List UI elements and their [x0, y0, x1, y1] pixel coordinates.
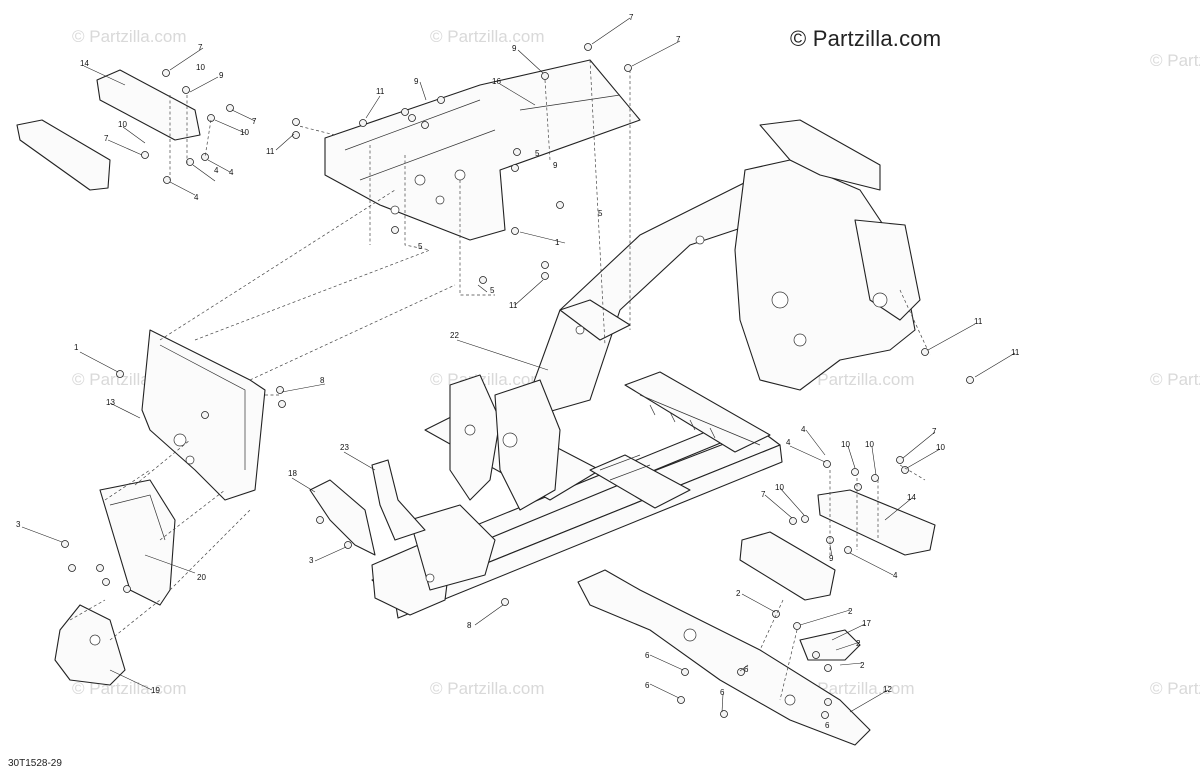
- callout-6: 6: [744, 665, 749, 674]
- callout-2: 2: [860, 661, 865, 670]
- callout-14: 14: [80, 59, 89, 68]
- callout-9: 9: [219, 71, 224, 80]
- assembly-lines: [69, 95, 931, 701]
- callout-14: 14: [907, 493, 916, 502]
- main-frame: [371, 119, 921, 619]
- callout-9: 9: [414, 77, 419, 86]
- callout-9: 9: [553, 161, 558, 170]
- callout-labels: 1 1 2 2 2 2 3 3 4 4 4 4 4 4 5 5 5 5 6 6 …: [16, 13, 1020, 730]
- callout-7: 7: [104, 134, 109, 143]
- callout-22: 22: [450, 331, 459, 340]
- side-rail-14-right: [739, 489, 936, 601]
- callout-10: 10: [240, 128, 249, 137]
- callout-8: 8: [320, 376, 325, 385]
- callout-2: 2: [736, 589, 741, 598]
- side-rail-14-left: [16, 69, 201, 191]
- callout-7: 7: [932, 427, 937, 436]
- callout-2: 2: [848, 607, 853, 616]
- callout-4: 4: [893, 571, 898, 580]
- callout-13: 13: [106, 398, 115, 407]
- callout-6: 6: [720, 688, 725, 697]
- watermark-text: © Partzilla.com: [1150, 51, 1200, 70]
- callout-2: 2: [856, 639, 861, 648]
- callout-12: 12: [883, 685, 892, 694]
- callout-10: 10: [936, 443, 945, 452]
- watermark-text: © Partzilla.com: [800, 370, 915, 389]
- callout-5: 5: [418, 242, 423, 251]
- callout-10: 10: [841, 440, 850, 449]
- watermark-text: © Partzilla.com: [430, 27, 545, 46]
- callout-11: 11: [1011, 348, 1020, 357]
- callout-11: 11: [974, 317, 983, 326]
- engine-mount-19: [54, 604, 126, 686]
- callout-7: 7: [676, 35, 681, 44]
- callout-10: 10: [196, 63, 205, 72]
- callout-7: 7: [252, 117, 257, 126]
- callout-5: 5: [598, 209, 603, 218]
- lower-arm-12: [577, 569, 871, 746]
- callout-11: 11: [509, 301, 518, 310]
- callout-8: 8: [467, 621, 472, 630]
- callout-4: 4: [194, 193, 199, 202]
- callout-4: 4: [786, 438, 791, 447]
- callout-9: 9: [512, 44, 517, 53]
- callout-3: 3: [309, 556, 314, 565]
- watermark-layer: © Partzilla.com © Partzilla.com © Partzi…: [72, 27, 1200, 698]
- callout-3: 3: [16, 520, 21, 529]
- callout-1: 1: [555, 238, 560, 247]
- callout-23: 23: [340, 443, 349, 452]
- callout-18: 18: [288, 469, 297, 478]
- callout-5: 5: [535, 149, 540, 158]
- callout-6: 6: [825, 721, 830, 730]
- callout-20: 20: [197, 573, 206, 582]
- fasteners: [61, 43, 974, 719]
- callout-4: 4: [214, 166, 219, 175]
- callout-19: 19: [151, 686, 160, 695]
- callout-16: 16: [492, 77, 501, 86]
- diagram-code: 30T1528-29: [8, 758, 62, 769]
- callout-11: 11: [266, 147, 275, 156]
- callout-10: 10: [865, 440, 874, 449]
- callout-7: 7: [198, 43, 203, 52]
- callout-11: 11: [376, 87, 385, 96]
- callout-7: 7: [761, 490, 766, 499]
- bracket-18: [309, 479, 376, 556]
- callout-4: 4: [229, 168, 234, 177]
- callout-10: 10: [118, 120, 127, 129]
- watermark-text: © Partzilla.com: [1150, 370, 1200, 389]
- callout-5: 5: [490, 286, 495, 295]
- brand-watermark: © Partzilla.com: [790, 26, 942, 51]
- callout-7: 7: [629, 13, 634, 22]
- bracket-23: [371, 459, 426, 541]
- callout-17: 17: [862, 619, 871, 628]
- leader-lines: [21, 17, 1016, 713]
- callout-10: 10: [775, 483, 784, 492]
- watermark-text: © Partzilla.com: [1150, 679, 1200, 698]
- watermark-text: © Partzilla.com: [430, 679, 545, 698]
- upper-front-frame: [294, 59, 641, 346]
- callout-1: 1: [74, 343, 79, 352]
- callout-9: 9: [829, 554, 834, 563]
- callout-6: 6: [645, 681, 650, 690]
- plate-20: [99, 479, 176, 606]
- callout-4: 4: [801, 425, 806, 434]
- callout-6: 6: [645, 651, 650, 660]
- watermark-text: © Partzilla.com: [72, 27, 187, 46]
